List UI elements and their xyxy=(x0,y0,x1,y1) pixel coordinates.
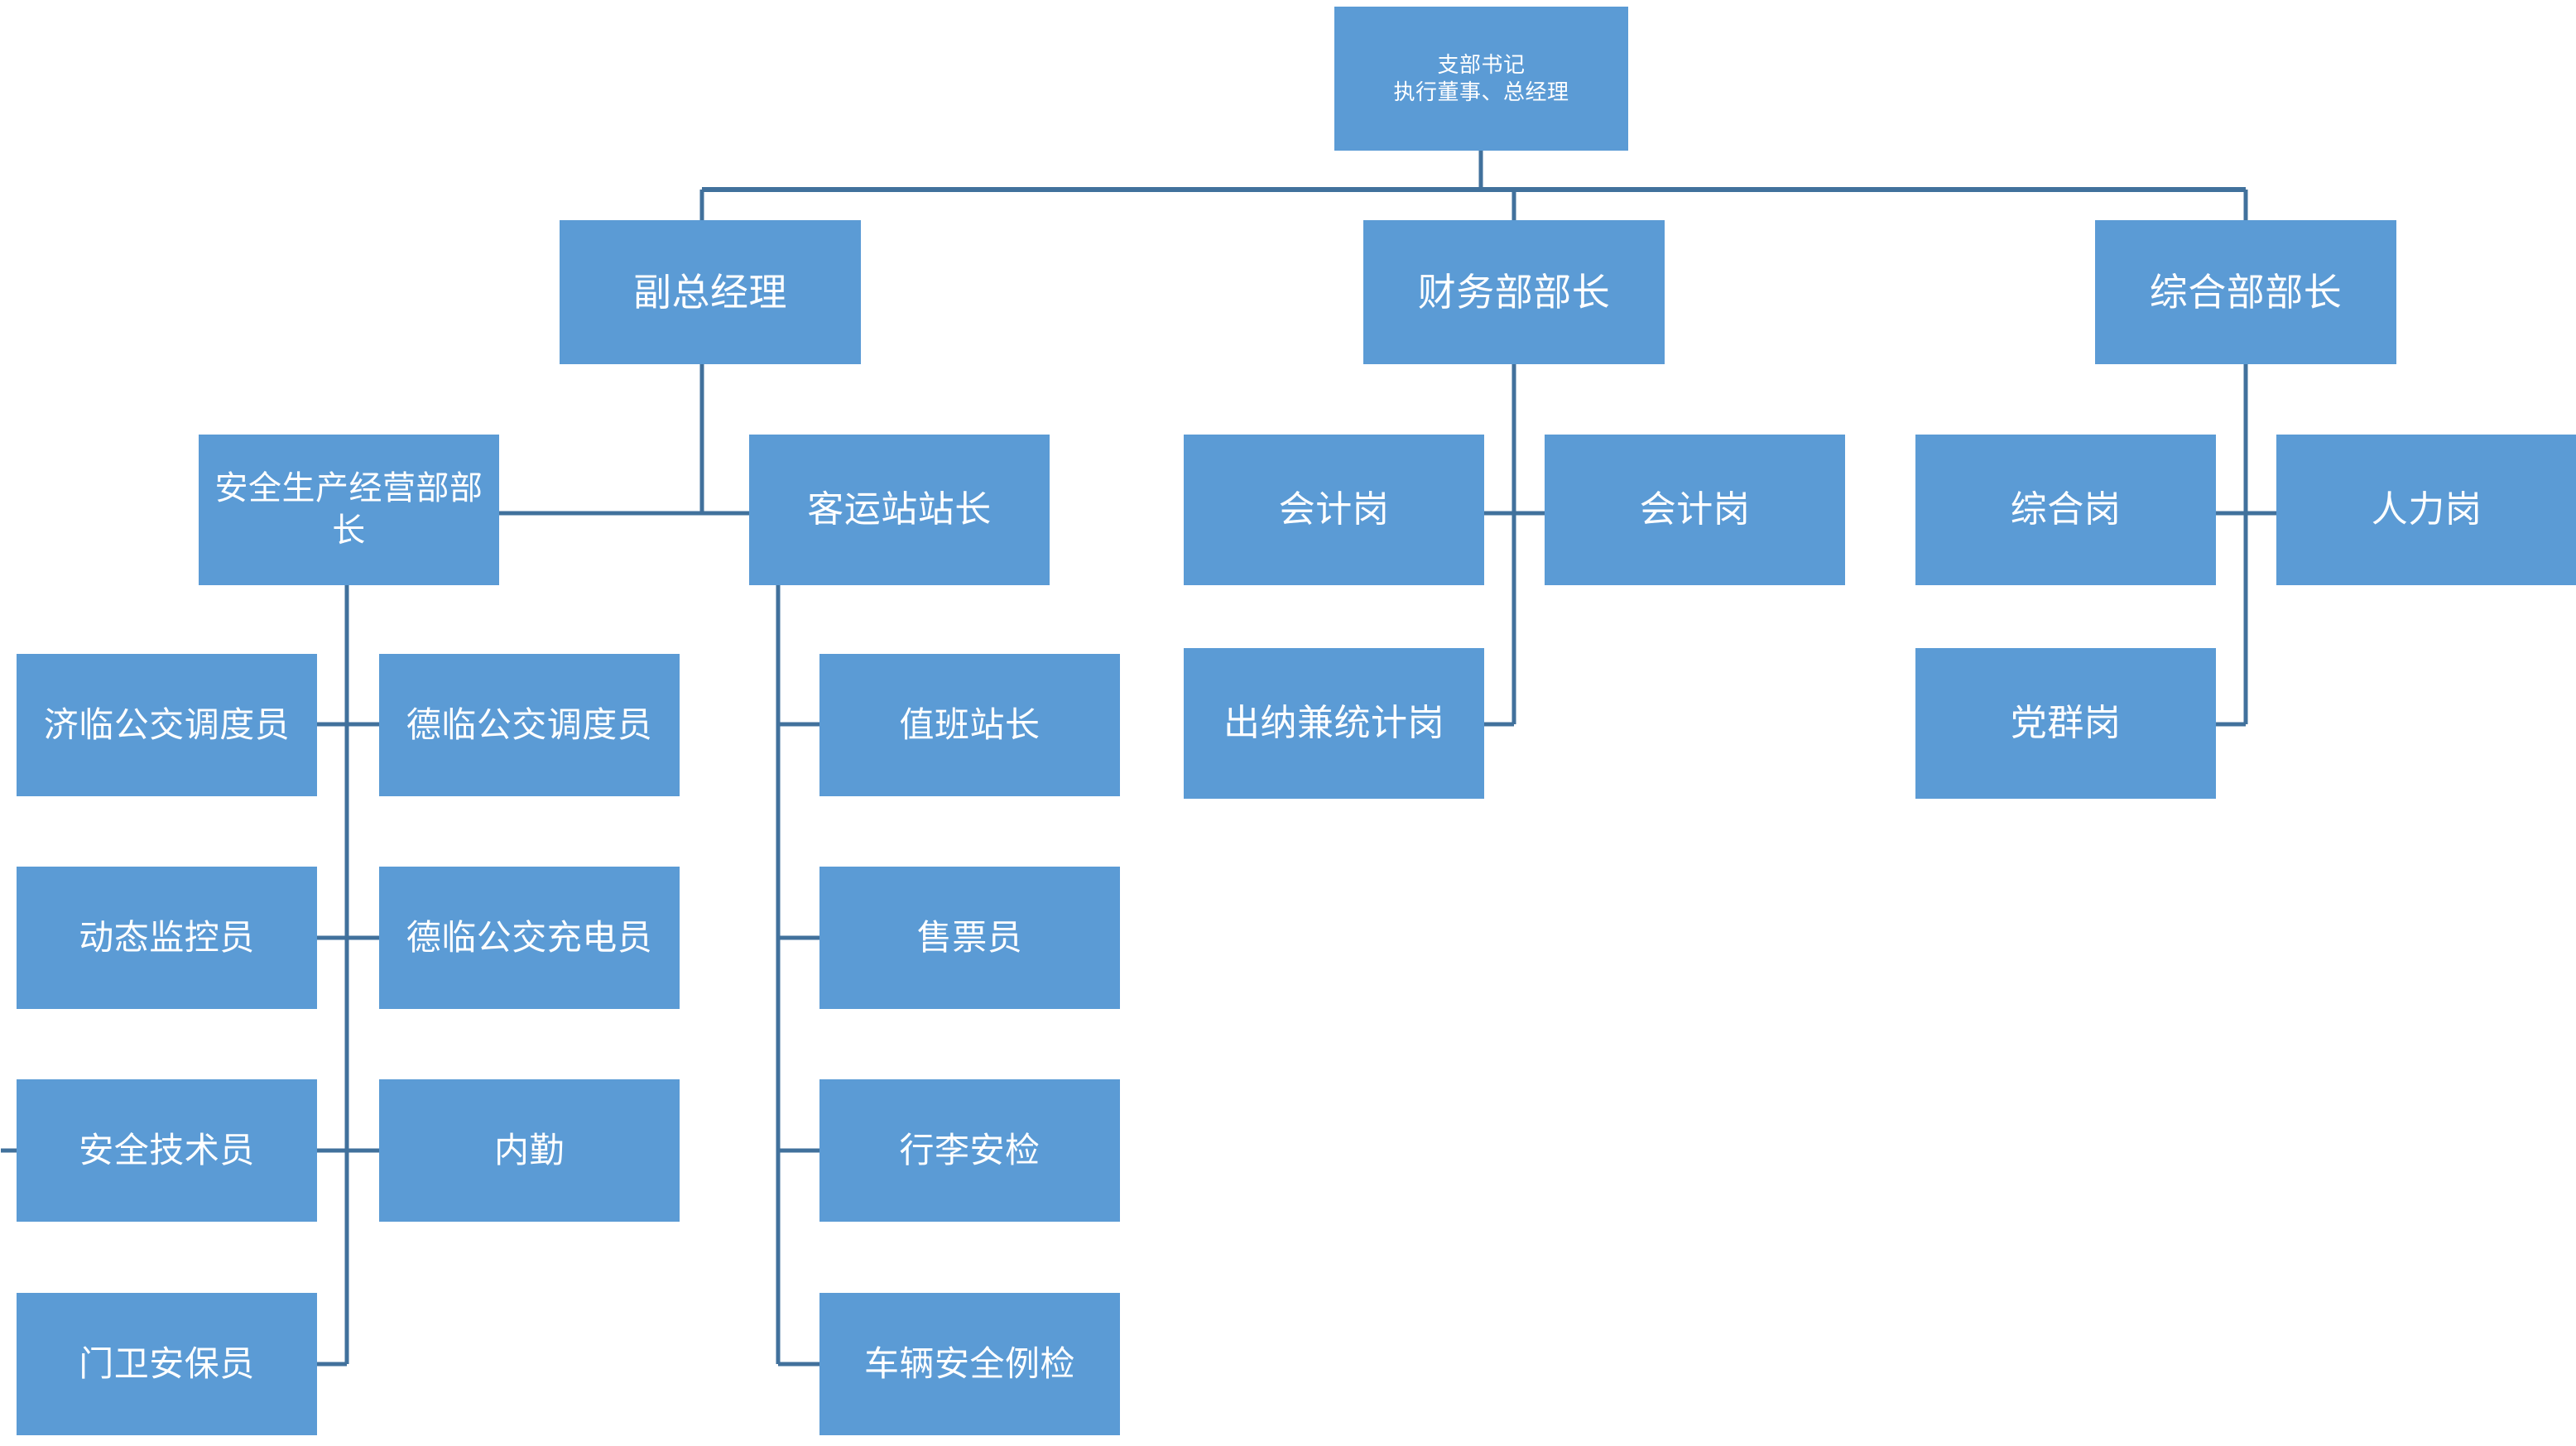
node-accountant-2[interactable]: 会计岗 xyxy=(1545,435,1845,585)
node-gate-security-guard[interactable]: 门卫安保员 xyxy=(17,1293,317,1435)
node-vehicle-safety-inspection[interactable]: 车辆安全例检 xyxy=(819,1293,1120,1435)
node-ticket-seller[interactable]: 售票员 xyxy=(819,867,1120,1009)
node-admin-dept-head-label: 综合部部长 xyxy=(2149,270,2343,314)
node-safety-technician-label: 安全技术员 xyxy=(79,1131,255,1170)
node-cashier-statistician-label: 出纳兼统计岗 xyxy=(1223,702,1444,743)
node-jilin-bus-dispatcher-label: 济临公交调度员 xyxy=(43,705,291,745)
node-passenger-station-head[interactable]: 客运站站长 xyxy=(749,435,1050,585)
node-passenger-station-head-label: 客运站站长 xyxy=(807,488,992,530)
node-delin-bus-charger[interactable]: 德临公交充电员 xyxy=(379,867,680,1009)
node-root-line1: 支部书记 xyxy=(1437,51,1526,77)
node-accountant-2-label: 会计岗 xyxy=(1639,488,1751,530)
node-accountant-1[interactable]: 会计岗 xyxy=(1184,435,1484,585)
node-office-clerk-label: 内勤 xyxy=(493,1131,565,1170)
node-vice-general-manager-label: 副总经理 xyxy=(633,270,787,314)
node-delin-bus-dispatcher-label: 德临公交调度员 xyxy=(406,705,653,745)
node-finance-dept-head[interactable]: 财务部部长 xyxy=(1363,220,1665,364)
node-human-resources-post[interactable]: 人力岗 xyxy=(2276,435,2576,585)
node-finance-dept-head-label: 财务部部长 xyxy=(1417,270,1611,314)
node-root-party-secretary[interactable]: 支部书记 执行董事、总经理 xyxy=(1334,7,1628,151)
node-general-affairs-post-label: 综合岗 xyxy=(2010,488,2122,530)
node-party-mass-work-label: 党群岗 xyxy=(2010,702,2122,743)
node-root-label: 支部书记 执行董事、总经理 xyxy=(1343,51,1620,107)
node-safety-technician[interactable]: 安全技术员 xyxy=(17,1079,317,1222)
node-ticket-seller-label: 售票员 xyxy=(916,918,1023,958)
node-office-clerk[interactable]: 内勤 xyxy=(379,1079,680,1222)
node-party-mass-work-post[interactable]: 党群岗 xyxy=(1915,648,2216,799)
node-dynamic-monitor[interactable]: 动态监控员 xyxy=(17,867,317,1009)
node-jilin-bus-dispatcher[interactable]: 济临公交调度员 xyxy=(17,654,317,796)
node-delin-bus-dispatcher[interactable]: 德临公交调度员 xyxy=(379,654,680,796)
node-accountant-1-label: 会计岗 xyxy=(1278,488,1390,530)
node-vehicle-safety-inspection-label: 车辆安全例检 xyxy=(863,1344,1075,1384)
node-duty-station-master[interactable]: 值班站长 xyxy=(819,654,1120,796)
node-duty-station-master-label: 值班站长 xyxy=(899,705,1040,745)
node-safety-production-dept-head-label: 安全生产经营部部长 xyxy=(214,469,483,549)
node-safety-production-dept-head[interactable]: 安全生产经营部部长 xyxy=(199,435,499,585)
node-general-affairs-post[interactable]: 综合岗 xyxy=(1915,435,2216,585)
node-delin-bus-charger-label: 德临公交充电员 xyxy=(406,918,653,958)
node-human-resources-post-label: 人力岗 xyxy=(2371,488,2482,530)
node-admin-dept-head[interactable]: 综合部部长 xyxy=(2095,220,2396,364)
node-dynamic-monitor-label: 动态监控员 xyxy=(79,918,255,958)
node-baggage-security-check[interactable]: 行李安检 xyxy=(819,1079,1120,1222)
node-vice-general-manager[interactable]: 副总经理 xyxy=(560,220,861,364)
node-root-line2: 执行董事、总经理 xyxy=(1393,79,1569,104)
node-cashier-statistician[interactable]: 出纳兼统计岗 xyxy=(1184,648,1484,799)
node-baggage-security-check-label: 行李安检 xyxy=(899,1131,1040,1170)
node-gate-security-guard-label: 门卫安保员 xyxy=(79,1344,255,1384)
